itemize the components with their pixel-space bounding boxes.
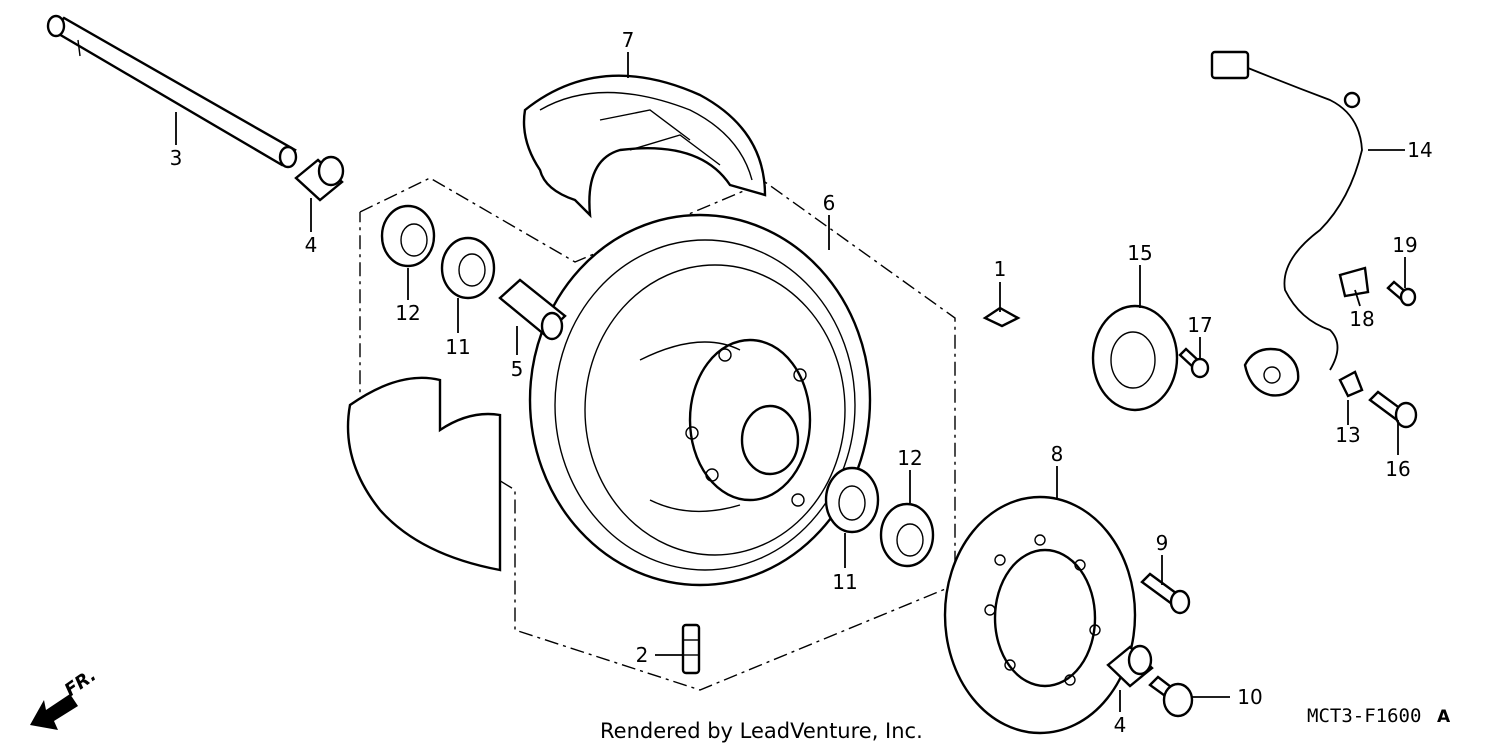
callout-11-right[interactable]: 11	[832, 570, 857, 594]
valve-part[interactable]	[681, 623, 701, 675]
bearing-11-left[interactable]	[440, 236, 496, 300]
callout-6[interactable]: 6	[823, 191, 836, 215]
brake-disc-part[interactable]	[943, 495, 1137, 735]
callout-12-right[interactable]: 12	[897, 446, 922, 470]
callout-5[interactable]: 5	[511, 357, 524, 381]
callout-8[interactable]: 8	[1051, 442, 1064, 466]
callout-2[interactable]: 2	[636, 643, 649, 667]
callout-12-left[interactable]: 12	[395, 301, 420, 325]
bolt-19-part[interactable]	[1386, 280, 1417, 307]
axle-part[interactable]	[46, 14, 298, 169]
callout-18[interactable]: 18	[1349, 307, 1374, 331]
callout-11-left[interactable]: 11	[445, 335, 470, 359]
callout-15[interactable]: 15	[1127, 241, 1152, 265]
diagram-code-suffix: A	[1437, 707, 1451, 727]
callout-16[interactable]: 16	[1385, 457, 1410, 481]
clip-13-part[interactable]	[1338, 370, 1364, 398]
callout-9[interactable]: 9	[1156, 531, 1169, 555]
pulser-ring-part[interactable]	[1091, 304, 1179, 412]
callout-13[interactable]: 13	[1335, 423, 1360, 447]
callout-17[interactable]: 17	[1187, 313, 1212, 337]
collar-part[interactable]	[498, 278, 567, 341]
spacer-part-top[interactable]	[294, 155, 345, 202]
wheel-rim-part[interactable]	[528, 213, 872, 587]
bearing-12-left[interactable]	[380, 204, 436, 268]
bolt-16-part[interactable]	[1368, 390, 1418, 429]
bearing-12-right[interactable]	[879, 502, 935, 568]
clamp-part[interactable]	[1338, 266, 1370, 298]
callout-4-top[interactable]: 4	[305, 233, 318, 257]
callout-7[interactable]: 7	[622, 28, 635, 52]
credit-text: Rendered by LeadVenture, Inc.	[600, 719, 923, 743]
bolt-10-part[interactable]	[1148, 675, 1194, 718]
leader-lines	[175, 52, 1406, 712]
callout-4-bottom[interactable]: 4	[1114, 713, 1127, 737]
callout-19[interactable]: 19	[1392, 233, 1417, 257]
front-direction-arrow-icon	[30, 694, 78, 730]
callout-1[interactable]: 1	[994, 257, 1007, 281]
speed-sensor-part[interactable]	[1210, 50, 1363, 397]
clip-part[interactable]	[982, 306, 1021, 328]
callout-3[interactable]: 3	[170, 146, 183, 170]
bolt-9-part[interactable]	[1140, 572, 1191, 615]
callout-14[interactable]: 14	[1407, 138, 1432, 162]
callout-10[interactable]: 10	[1237, 685, 1262, 709]
spacer-part-bottom[interactable]	[1106, 644, 1154, 688]
tire-inner-part	[346, 376, 502, 572]
tire-part[interactable]	[522, 74, 767, 219]
bearing-11-right[interactable]	[824, 466, 880, 534]
diagram-code: MCT3-F1600	[1307, 705, 1421, 727]
direction-label: FR.	[61, 665, 100, 701]
screw-17-part[interactable]	[1178, 347, 1210, 379]
